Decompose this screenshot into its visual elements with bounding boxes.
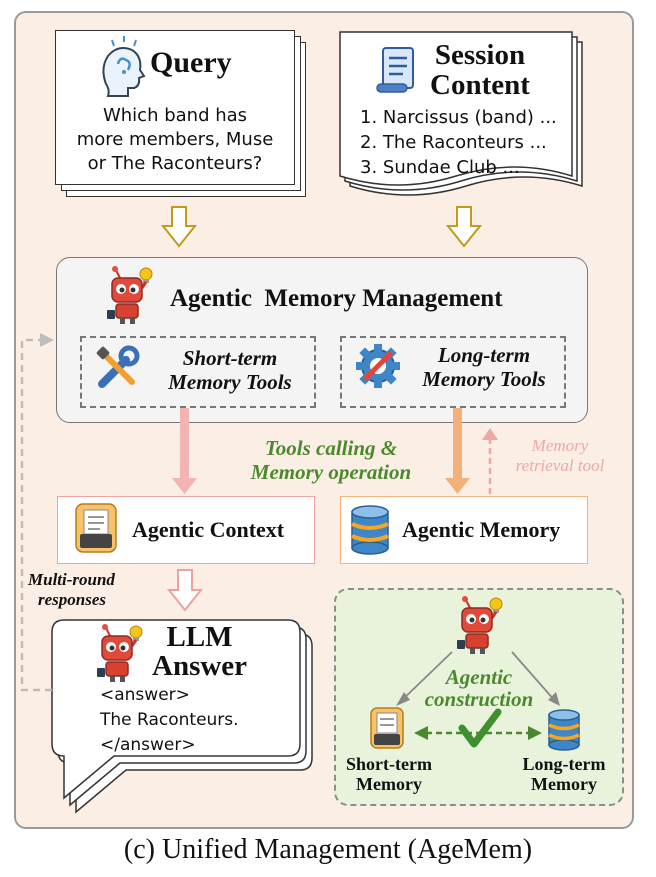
tools-calling-label: Tools calling & Memory operation (226, 436, 436, 484)
short-term-tools-line-1: Short-term (182, 346, 278, 370)
tools-calling-line-1: Tools calling & (264, 436, 398, 460)
agentic-context-title: Agentic Context (132, 517, 285, 542)
query-line-2: more members, Muse (76, 129, 274, 150)
query-down-arrow (160, 206, 198, 248)
answer-text: <answer> The Raconteurs. </answer> (100, 683, 239, 758)
short-term-memory-line-1: Short-term (346, 754, 432, 774)
session-title-line-1: Session (434, 39, 526, 71)
head-brain-icon (102, 36, 146, 97)
multi-round-line-1: Multi-round (28, 570, 115, 589)
robot-icon-management (105, 264, 154, 326)
context-arrow-head (172, 478, 197, 494)
scroll-icon (376, 47, 414, 93)
memory-arrow-head (445, 478, 470, 494)
long-term-tools-line-1: Long-term (437, 343, 531, 367)
green-arrow-left (414, 726, 428, 740)
query-line-3: or The Raconteurs? (87, 153, 263, 174)
short-term-memory-line-2: Memory (356, 774, 422, 794)
long-term-memory-label: Long-term Memory (512, 754, 616, 794)
answer-bubble (51, 619, 313, 814)
answer-line-3: </answer> (100, 735, 196, 755)
short-term-tools-line-2: Memory Tools (168, 370, 292, 394)
answer-down-arrow (166, 569, 204, 612)
multi-round-label: Multi-round responses (28, 570, 115, 610)
session-item-2: 2. The Raconteurs ... (360, 132, 547, 153)
query-title: Query (150, 46, 232, 79)
long-term-tools-label: Long-term Memory Tools (404, 343, 564, 391)
agentic-memory-title: Agentic Memory (402, 517, 561, 542)
session-title: Session Content (430, 40, 530, 100)
construction-label: Agentic construction (404, 666, 554, 710)
long-term-memory-line-2: Memory (531, 774, 597, 794)
answer-line-2: The Raconteurs. (100, 710, 239, 730)
tools-calling-line-2: Memory operation (250, 460, 412, 484)
tools-icon (96, 345, 140, 388)
query-card (55, 30, 295, 185)
session-title-line-2: Content (430, 69, 530, 101)
green-arrow-right (528, 726, 542, 740)
short-term-tools-label: Short-term Memory Tools (150, 346, 310, 394)
short-term-tools-box (80, 336, 316, 408)
long-term-tools-line-2: Memory Tools (422, 367, 546, 391)
session-item-1: 1. Narcissus (band) ... (360, 107, 557, 128)
long-term-memory-icon (548, 709, 580, 751)
answer-title: LLM Answer (152, 623, 247, 681)
gear-icon (356, 344, 400, 388)
session-item-3: 3. Sundae Club ... (360, 157, 520, 178)
session-items: 1. Narcissus (band) ... 2. The Raconteur… (360, 105, 557, 180)
construction-arrow-right (548, 692, 560, 706)
retrieval-line-1: Memory (531, 436, 589, 455)
retrieval-arrow-head (482, 428, 498, 440)
query-text: Which band has more members, Muse or The… (55, 104, 295, 176)
construction-line-2: construction (424, 687, 534, 711)
construction-arrow-left (396, 692, 410, 706)
short-term-memory-label: Short-term Memory (337, 754, 441, 794)
long-term-tools-box (340, 336, 566, 408)
session-down-arrow (445, 206, 483, 248)
document-icon (75, 503, 117, 553)
retrieval-tool-label: Memory retrieval tool (500, 436, 620, 476)
robot-icon-construction (455, 594, 504, 656)
construction-line-1: Agentic (445, 665, 513, 689)
management-title: Agentic Memory Management (170, 285, 503, 312)
database-icon (351, 505, 389, 555)
answer-line-1: <answer> (100, 685, 190, 705)
feedback-loop-head (40, 333, 54, 347)
multi-round-line-2: responses (38, 590, 107, 609)
short-term-memory-icon (370, 707, 404, 749)
answer-title-line-2: Answer (152, 650, 248, 682)
query-line-1: Which band has (102, 105, 248, 126)
context-arrow-shaft (180, 408, 189, 480)
feedback-loop-line (20, 338, 52, 692)
answer-title-line-1: LLM (166, 621, 233, 653)
memory-arrow-shaft (453, 408, 462, 480)
figure-caption: (c) Unified Management (AgeMem) (123, 834, 533, 865)
retrieval-line-2: retrieval tool (515, 456, 605, 475)
check-icon (458, 708, 502, 748)
long-term-memory-line-1: Long-term (522, 754, 606, 774)
